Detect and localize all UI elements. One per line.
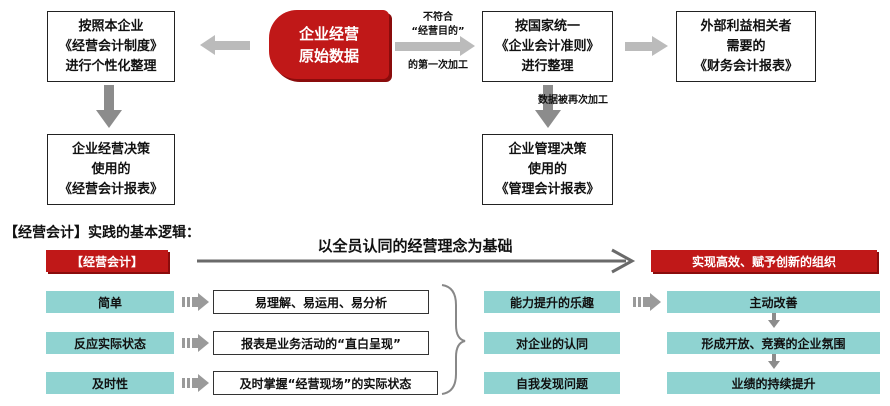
raw-data-pill: 企业经营 原始数据 bbox=[269, 10, 389, 79]
arrow-to-right-box bbox=[395, 36, 475, 56]
grouping-brace bbox=[441, 284, 466, 395]
trait-realistic: 反应实际状态 bbox=[46, 332, 174, 354]
arrow-down-right bbox=[535, 85, 561, 128]
custom-accounting-line1: 按照本企业 bbox=[78, 18, 144, 34]
trait-timely: 及时性 bbox=[46, 372, 174, 394]
management-line2: 使用的 bbox=[527, 161, 567, 177]
operating-line2: 使用的 bbox=[91, 161, 131, 177]
standards-line1: 按国家统一 bbox=[514, 18, 580, 34]
arrow-down-left bbox=[96, 85, 122, 128]
first-note-line3: 的第一次加工 bbox=[408, 60, 468, 71]
standards-line3: 进行整理 bbox=[521, 58, 574, 74]
goal-organization-bar: 实现高效、赋予创新的组织 bbox=[651, 250, 877, 272]
operating-report-box: 企业经营决策 使用的 《经营会计报表》 bbox=[47, 134, 175, 205]
financial-line3: 《财务会计报表》 bbox=[693, 58, 798, 74]
raw-data-line1: 企业经营 bbox=[298, 24, 359, 43]
management-line3: 《管理会计报表》 bbox=[495, 181, 600, 197]
arrow-to-far-right-box bbox=[625, 36, 668, 56]
financial-line1: 外部利益相关者 bbox=[700, 18, 792, 34]
result-active-improvement: 主动改善 bbox=[667, 291, 880, 313]
detail-realistic: 报表是业务活动的“直白呈现” bbox=[213, 331, 429, 355]
custom-accounting-line3: 进行个性化整理 bbox=[65, 58, 157, 74]
raw-data-line2: 原始数据 bbox=[298, 46, 359, 65]
result-continuous-growth: 业绩的持续提升 bbox=[667, 372, 880, 394]
effect-identification: 对企业的认同 bbox=[484, 332, 620, 354]
effect-joy-of-growth: 能力提升的乐趣 bbox=[484, 291, 620, 313]
striped-arrows-left bbox=[182, 293, 209, 392]
standards-line2: 《企业会计准则》 bbox=[495, 38, 600, 54]
custom-accounting-line2: 《经营会计制度》 bbox=[58, 38, 163, 54]
first-processing-note: 不符合 “经营目的” 的第一次加工 bbox=[400, 11, 476, 73]
operating-line3: 《经营会计报表》 bbox=[58, 181, 163, 197]
operating-line1: 企业经营决策 bbox=[71, 141, 150, 157]
banner-arrow-head bbox=[611, 248, 636, 274]
trait-simple: 简单 bbox=[46, 291, 174, 313]
second-processing-note: 数据被再次加工 bbox=[538, 95, 608, 106]
financial-line2: 需要的 bbox=[726, 38, 766, 54]
financial-report-box: 外部利益相关者 需要的 《财务会计报表》 bbox=[676, 11, 816, 82]
effect-self-discovery: 自我发现问题 bbox=[484, 372, 620, 394]
standards-box: 按国家统一 《企业会计准则》 进行整理 bbox=[482, 11, 613, 82]
first-note-line2: “经营目的” bbox=[411, 26, 465, 37]
operating-accounting-bar: 【经营会计】 bbox=[46, 250, 168, 272]
detail-simple: 易理解、易运用、易分析 bbox=[213, 290, 429, 314]
striped-arrow-middle bbox=[633, 293, 661, 311]
result-open-culture: 形成开放、竞赛的企业氛围 bbox=[667, 332, 880, 354]
detail-timely: 及时掌握“经营现场”的实际状态 bbox=[213, 371, 438, 395]
first-note-line1: 不符合 bbox=[423, 12, 453, 23]
right-column-down-arrows bbox=[768, 312, 780, 369]
section-heading: 【经营会计】实践的基本逻辑： bbox=[4, 225, 200, 241]
arrow-to-left-box bbox=[200, 35, 250, 55]
philosophy-banner: 以全员认同的经营理念为基础 bbox=[317, 237, 513, 255]
management-report-box: 企业管理决策 使用的 《管理会计报表》 bbox=[482, 134, 613, 205]
custom-accounting-box: 按照本企业 《经营会计制度》 进行个性化整理 bbox=[47, 11, 175, 82]
management-line1: 企业管理决策 bbox=[508, 141, 587, 157]
